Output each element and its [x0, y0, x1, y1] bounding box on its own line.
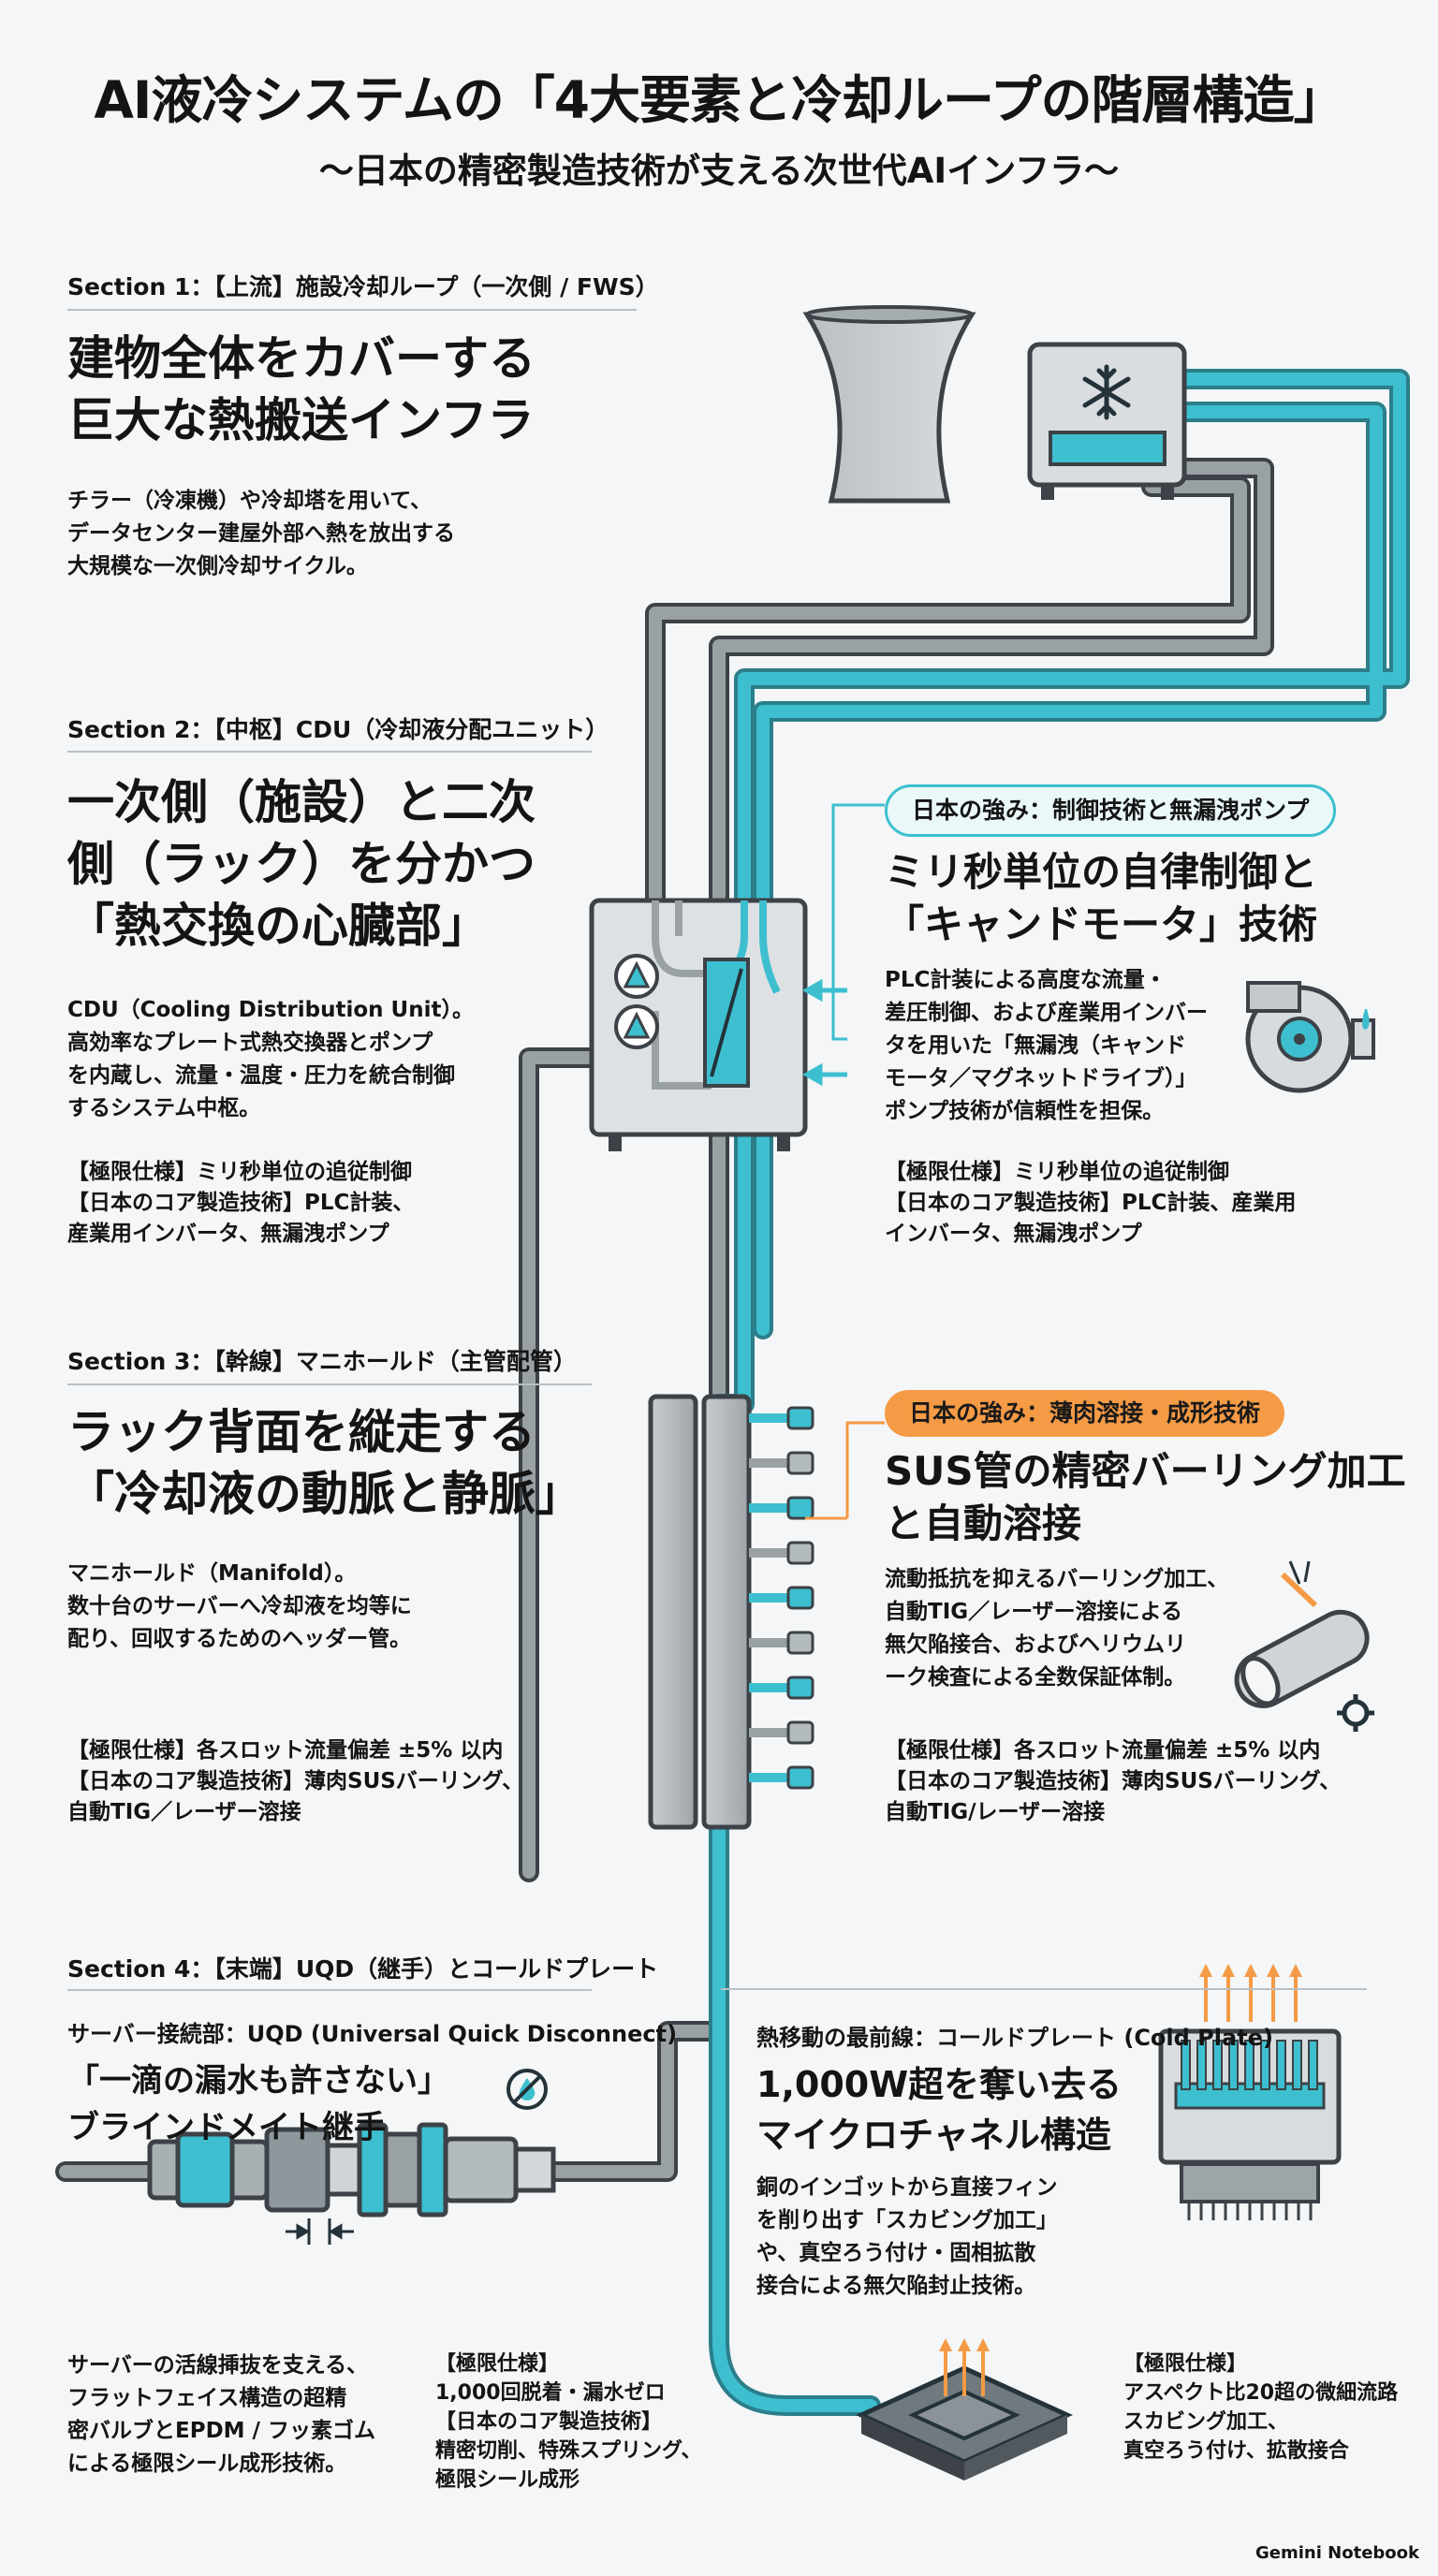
chiller-icon	[1027, 342, 1187, 500]
section3-strength-badge: 日本の強み：薄肉溶接・成形技術	[885, 1390, 1285, 1437]
section3-spec: 【極限仕様】各スロット流量偏差 ±5% 以内 【日本のコア製造技術】薄肉SUSバ…	[67, 1738, 524, 1824]
section3-label: Section 3：【幹線】マニホールド（主管配管）	[67, 1348, 577, 1375]
section3-right-body: 流動抵抗を抑えるバーリング加工、 自動TIG／レーザー溶接による 無欠陥接合、お…	[885, 1567, 1229, 1690]
cooling-tower-icon	[802, 305, 976, 504]
port-connector	[786, 1406, 814, 1430]
heat-arrow-head	[1289, 1964, 1302, 1977]
chip-arrow-head	[976, 2338, 990, 2351]
section1-label: Section 1：【上流】施設冷却ループ（一次側 / FWS）	[67, 273, 659, 300]
heat-arrows	[1199, 1964, 1302, 2022]
port-connector	[786, 1765, 814, 1790]
port-connector	[786, 1631, 814, 1655]
coldplate-label: 熱移動の最前線：コールドプレート (Cold Plate)	[756, 2025, 1273, 2051]
fin	[1244, 2040, 1255, 2090]
fin	[1292, 2040, 1302, 2090]
uqd-body: サーバーの活線挿抜を支える、 フラットフェイス構造の超精 密バルブとEPDM /…	[67, 2353, 375, 2476]
callout-lines	[805, 803, 885, 1520]
chip-pins	[1187, 2202, 1313, 2220]
section2-strength-badge: 日本の強み：制御技術と無漏洩ポンプ	[885, 784, 1337, 837]
fin	[1228, 2040, 1239, 2090]
gray-return-pipes	[55, 458, 1274, 2182]
port-connector	[786, 1676, 814, 1700]
section3-headline: ラック背面を縦走する 「冷却液の動脈と静脈」	[67, 1405, 582, 1521]
manifold-ports	[749, 1406, 814, 1790]
section1-rule	[67, 309, 637, 311]
cdu-unit-icon	[589, 898, 847, 1151]
gear-icon	[1337, 1694, 1374, 1732]
footer-brand: Gemini Notebook	[1255, 2543, 1419, 2563]
uqd-label: サーバー接続部：UQD (Universal Quick Disconnect)	[67, 2021, 678, 2047]
page-title: AI液冷システムの「4大要素と冷却ループの階層構造」	[94, 70, 1344, 130]
manifold-icon	[648, 1394, 752, 1830]
gap-dimension-marker	[286, 2218, 354, 2245]
gpu-chip-icon	[855, 2338, 1074, 2481]
pump-icon	[1245, 981, 1375, 1093]
section3-right-spec: 【極限仕様】各スロット流量偏差 ±5% 以内 【日本のコア製造技術】薄肉SUSバ…	[885, 1738, 1342, 1824]
section2-right-spec: 【極限仕様】ミリ秒単位の追従制御 【日本のコア製造技術】PLC計装、産業用 イン…	[885, 1160, 1297, 1246]
uqd-coupler-icon	[147, 2122, 556, 2217]
fin	[1308, 2040, 1318, 2090]
uqd-spec: 【極限仕様】 1,000回脱着・漏水ゼロ 【日本のコア製造技術】 精密切削、特殊…	[435, 2352, 702, 2492]
snowflake-icon	[1082, 364, 1131, 420]
section2-right-headline: ミリ秒単位の自律制御と 「キャンドモータ」技術	[885, 849, 1318, 947]
port-connector	[786, 1586, 814, 1610]
port-connector	[786, 1451, 814, 1475]
section2-body: CDU（Cooling Distribution Unit）。 高効率なプレート…	[67, 998, 474, 1120]
page-subtitle: 〜日本の精密製造技術が支える次世代AIインフラ〜	[318, 151, 1120, 191]
port-connector	[786, 1720, 814, 1745]
heat-arrow-head	[1267, 1964, 1280, 1977]
section2-rule	[67, 751, 592, 753]
fin	[1181, 2040, 1191, 2090]
heat-arrow-head	[1199, 1964, 1212, 1977]
chip-arrow-head	[958, 2338, 971, 2351]
port-connector	[786, 1541, 814, 1565]
no-leak-icon	[506, 2069, 548, 2110]
section3-rule	[67, 1383, 592, 1385]
section2-spec: 【極限仕様】ミリ秒単位の追従制御 【日本のコア製造技術】PLC計装、 産業用イン…	[67, 1160, 415, 1246]
heat-arrow-head	[1222, 1964, 1235, 1977]
fin	[1196, 2040, 1207, 2090]
coldplate-headline: 1,000W超を奪い去る マイクロチャネル構造	[756, 2064, 1123, 2156]
heat-arrow-head	[1244, 1964, 1257, 1977]
fin	[1260, 2040, 1270, 2090]
section4-rule	[67, 1989, 592, 1991]
chip-heat-arrows	[939, 2338, 990, 2396]
uqd-headline: 「一滴の漏水も許さない」 ブラインドメイト継手	[67, 2062, 449, 2146]
section4-label: Section 4：【末端】UQD（継手）とコールドプレート	[67, 1955, 659, 1983]
section2-right-body: PLC計装による高度な流量・ 差圧制御、および産業用インバー タを用いた「無漏洩…	[885, 968, 1208, 1123]
chip-arrow-head	[939, 2338, 952, 2351]
coldplate-spec: 【極限仕様】 アスペクト比20超の微細流路 スカビング加工、 真空ろう付け、拡散…	[1123, 2352, 1399, 2463]
fin	[1212, 2040, 1223, 2090]
fin	[1276, 2040, 1286, 2090]
section1-headline: 建物全体をカバーする 巨大な熱搬送インフラ	[67, 331, 536, 447]
micro-channel-fins	[1181, 2040, 1318, 2090]
section1-body: チラー（冷凍機）や冷却塔を用いて、 データセンター建屋外部へ熱を放出する 大規模…	[67, 489, 455, 578]
section3-right-headline: SUS管の精密バーリング加工 と自動溶接	[885, 1448, 1406, 1546]
cold-plate-icon	[1158, 1964, 1342, 2220]
coldplate-body: 銅のインゴットから直接フィン を削り出す「スカビング加工」 や、真空ろう付け・固…	[756, 2175, 1058, 2298]
section2-label: Section 2：【中枢】CDU（冷却液分配ユニット）	[67, 716, 609, 743]
section2-headline: 一次側（施設）と二次 側（ラック）を分かつ 「熱交換の心臓部」	[67, 775, 536, 953]
sus-tube-icon	[1234, 1560, 1374, 1732]
port-connector	[786, 1496, 814, 1520]
section3-body: マニホールド（Manifold）。 数十台のサーバーへ冷却液を均等に 配り、回収…	[67, 1561, 412, 1651]
